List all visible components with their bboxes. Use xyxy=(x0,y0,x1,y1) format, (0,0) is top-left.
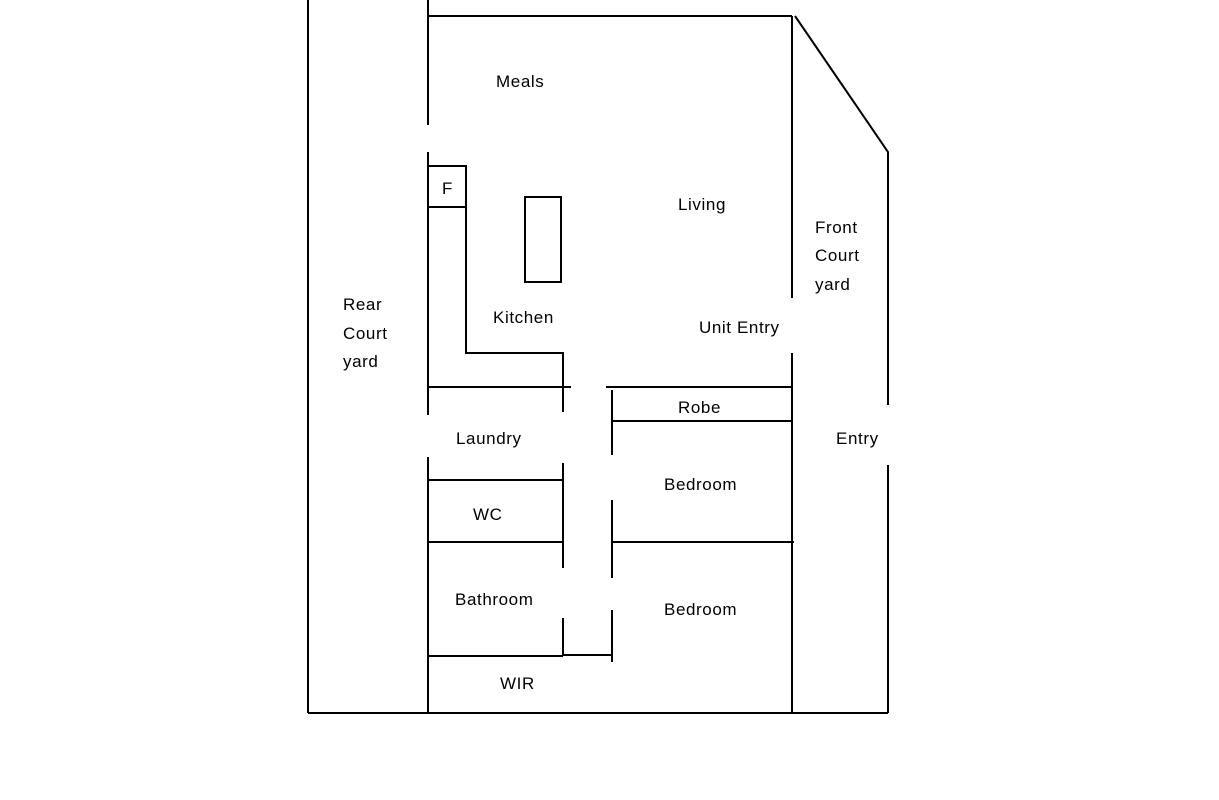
bedroom-2-label: Bedroom xyxy=(664,600,737,619)
rear-courtyard-label-line2: Court xyxy=(343,324,388,343)
front-courtyard-label-line1: Front xyxy=(815,218,858,237)
rear-courtyard-label-line3: yard xyxy=(343,352,378,371)
rear-courtyard-label-line1: Rear xyxy=(343,295,382,314)
kitchen-fixtures xyxy=(427,165,564,412)
kitchen-bench xyxy=(465,207,564,412)
front-boundary-wall xyxy=(794,15,889,405)
kitchen-island xyxy=(524,196,562,283)
robe-label: Robe xyxy=(678,398,721,417)
kitchen-label: Kitchen xyxy=(493,308,554,327)
front-courtyard-label-line3: yard xyxy=(815,275,850,294)
wir-label: WIR xyxy=(500,674,535,693)
entry-label: Entry xyxy=(836,429,879,448)
interior-walls xyxy=(428,386,794,662)
front-courtyard-label-line2: Court xyxy=(815,246,860,265)
unit-entry-label: Unit Entry xyxy=(699,318,780,337)
laundry-label: Laundry xyxy=(456,429,522,448)
fridge-box xyxy=(427,165,467,208)
living-label: Living xyxy=(678,195,726,214)
fridge-label: F xyxy=(442,179,453,198)
room-labels: Meals Living Front Court yard Rear Court… xyxy=(343,72,879,693)
meals-label: Meals xyxy=(496,72,544,91)
site-boundary xyxy=(307,0,889,714)
bedroom-1-label: Bedroom xyxy=(664,475,737,494)
wc-label: WC xyxy=(473,505,503,524)
bathroom-label: Bathroom xyxy=(455,590,534,609)
